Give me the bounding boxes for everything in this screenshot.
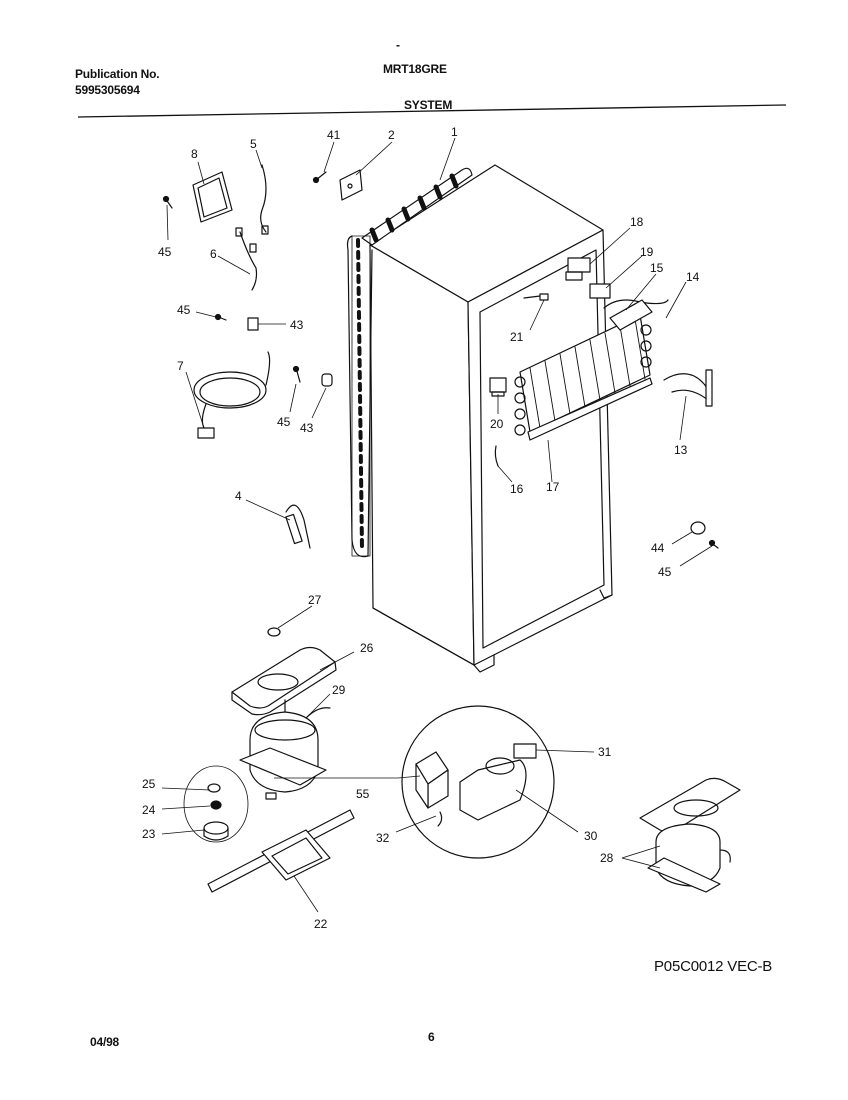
- publication-number: 5995305694: [75, 83, 140, 97]
- clip-44: [690, 521, 706, 535]
- drawing-code: P05C0012 VEC-B: [654, 958, 773, 975]
- callout-16: 16: [510, 482, 524, 496]
- compressor-assembly-28: [639, 777, 741, 893]
- callout-32: 32: [376, 831, 390, 845]
- callout-1: 1: [451, 125, 458, 139]
- callout-28: 28: [600, 851, 614, 865]
- callout-4: 4: [235, 489, 242, 503]
- callout-6: 6: [210, 247, 217, 261]
- callout-5: 5: [250, 137, 257, 151]
- evaporator-coil: [514, 314, 653, 441]
- callout-20: 20: [490, 417, 504, 431]
- callout-18: 18: [630, 215, 644, 229]
- callout-29: 29: [332, 683, 346, 697]
- condenser-coil: [346, 167, 473, 558]
- callout-45-d: 45: [658, 565, 672, 579]
- refrigerator-cabinet: [369, 164, 613, 673]
- publication-date: 04/98: [90, 1035, 120, 1049]
- callout-7: 7: [177, 359, 184, 373]
- heater-wire-16: [494, 445, 499, 467]
- heater-13: [663, 369, 713, 407]
- clip-43-b: [321, 373, 333, 387]
- drain-pan-26: [231, 646, 337, 716]
- screw-45-b: [214, 313, 227, 321]
- callout-43-a: 43: [290, 318, 304, 332]
- thermostat-18: [565, 257, 591, 281]
- screw-41: [312, 171, 327, 184]
- compressor-29: [239, 699, 331, 800]
- callout-41: 41: [327, 128, 341, 142]
- callout-24: 24: [142, 803, 156, 817]
- callout-23: 23: [142, 827, 156, 841]
- fan-assembly-15-14: [603, 299, 669, 331]
- bracket-8: [192, 171, 233, 223]
- callout-labels: 1 2 41 5 8 45 6 45 43 7 45 43 4 27 26 29…: [142, 125, 700, 931]
- callout-14: 14: [686, 270, 700, 284]
- harness-6: [235, 227, 258, 291]
- callout-55: 55: [356, 787, 370, 801]
- screw-45-a: [162, 195, 173, 209]
- callout-31: 31: [598, 745, 612, 759]
- bracket-19: [589, 283, 611, 299]
- bracket-2: [339, 169, 363, 201]
- screw-45-c: [292, 365, 301, 383]
- header-rule: [78, 104, 786, 118]
- harness-5: [260, 164, 269, 235]
- leader-lines: [161, 137, 713, 913]
- callout-43-b: 43: [300, 421, 314, 435]
- power-cord-7: [193, 351, 271, 439]
- publication-label: Publication No.: [75, 67, 160, 81]
- section-title: SYSTEM: [404, 98, 453, 112]
- clip-43-a: [247, 317, 259, 331]
- relay-detail: [401, 705, 555, 859]
- callout-22: 22: [314, 917, 328, 931]
- page-number: 6: [428, 1030, 435, 1044]
- screw-45-d: [708, 539, 719, 549]
- drier-4: [285, 504, 311, 549]
- model-number: MRT18GRE: [383, 62, 447, 76]
- callout-26: 26: [360, 641, 374, 655]
- callout-27: 27: [308, 593, 322, 607]
- callout-2: 2: [388, 128, 395, 142]
- callout-19: 19: [640, 245, 654, 259]
- nut-27: [267, 627, 281, 637]
- base-rail-22: [207, 809, 355, 893]
- callout-13: 13: [674, 443, 688, 457]
- callout-25: 25: [142, 777, 156, 791]
- callout-45-c: 45: [277, 415, 291, 429]
- callout-45-b: 45: [177, 303, 191, 317]
- header-dash: -: [396, 38, 400, 52]
- callout-21: 21: [510, 330, 524, 344]
- callout-17: 17: [546, 480, 560, 494]
- callout-44: 44: [651, 541, 665, 555]
- mounting-parts: [183, 765, 249, 843]
- callout-45-a: 45: [158, 245, 172, 259]
- callout-8: 8: [191, 147, 198, 161]
- callout-30: 30: [584, 829, 598, 843]
- callout-15: 15: [650, 261, 664, 275]
